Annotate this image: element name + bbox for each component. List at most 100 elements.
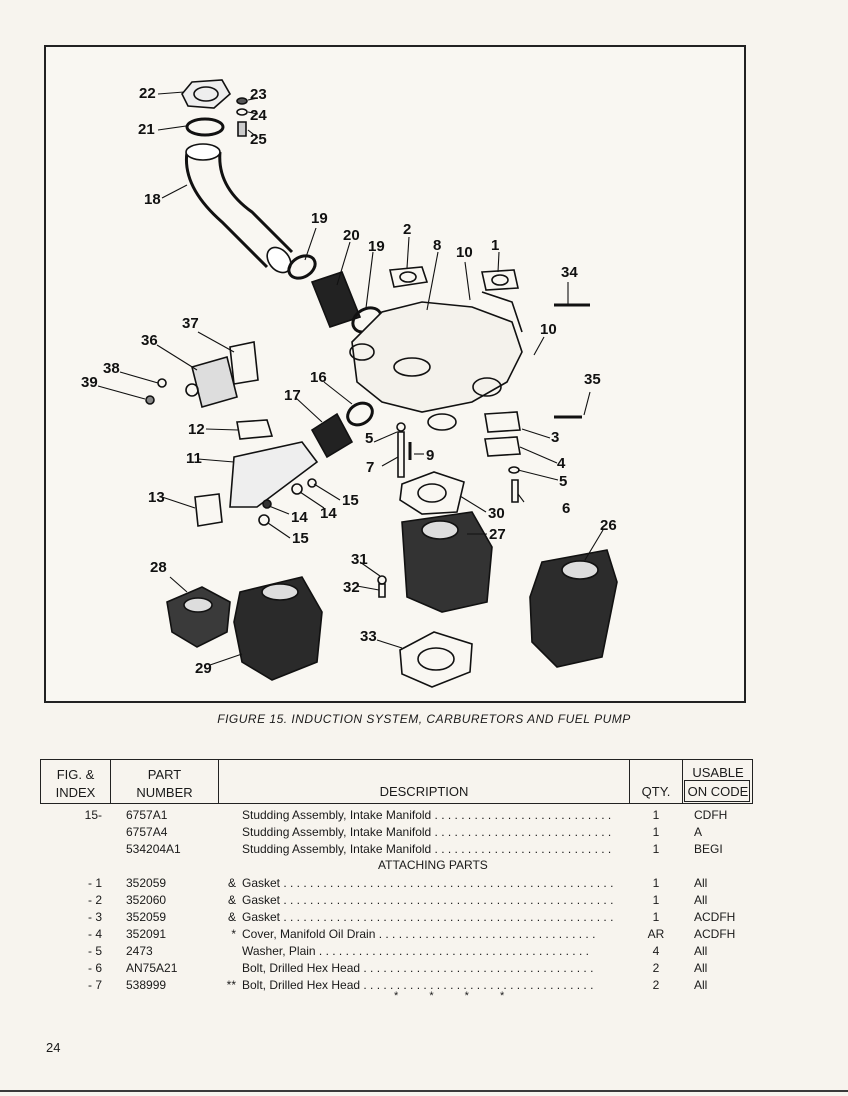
callout-label: 33 xyxy=(360,628,377,645)
callout-label: 16 xyxy=(310,369,327,386)
mark-cell: & xyxy=(227,893,236,907)
callout-label: 7 xyxy=(366,459,374,476)
qty-cell: 1 xyxy=(652,825,660,839)
header-qty-label: QTY. xyxy=(641,784,671,799)
header-usable-line2: ON CODE xyxy=(687,784,749,799)
header-part-number-line2: NUMBER xyxy=(136,785,193,800)
callout-label: 39 xyxy=(81,374,98,391)
callout-label: 6 xyxy=(562,500,570,517)
header-fig-index-line2: INDEX xyxy=(55,785,96,800)
page-number: 24 xyxy=(46,1040,61,1055)
part-number-cell: 2473 xyxy=(126,944,153,958)
qty-cell: 2 xyxy=(652,961,660,975)
description-cell: Studding Assembly, Intake Manifold . . .… xyxy=(242,825,614,839)
description-cell: Gasket . . . . . . . . . . . . . . . . .… xyxy=(242,876,614,890)
qty-cell: 1 xyxy=(652,876,660,890)
table-row: 15- 6757A1 Studding Assembly, Intake Manif… xyxy=(0,808,848,825)
table-row: 534204A1 Studding Assembly, Intake Manifo… xyxy=(0,842,848,859)
description-cell: Bolt, Drilled Hex Head . . . . . . . . .… xyxy=(242,961,594,975)
part-number-cell: 6757A1 xyxy=(126,808,168,822)
callout-label: 12 xyxy=(188,421,205,438)
usable-code-cell: All xyxy=(694,961,708,975)
usable-code-cell: All xyxy=(694,876,708,890)
fig-index-cell: - 3 xyxy=(87,910,102,924)
fig-index-cell: - 1 xyxy=(87,876,102,890)
header-usable-line1: USABLE xyxy=(692,765,744,780)
parts-table-header: FIG. & INDEX PART NUMBER DESCRIPTION QTY… xyxy=(40,759,753,804)
mark-cell: & xyxy=(227,876,236,890)
callout-label: 1 xyxy=(491,237,499,254)
qty-cell: 2 xyxy=(652,978,660,992)
end-of-list-marks: * * * * xyxy=(394,990,519,1002)
usable-code-cell: ACDFH xyxy=(694,927,736,941)
mark-cell: & xyxy=(227,910,236,924)
header-usable-code: USABLE ON CODE xyxy=(683,760,753,803)
fig-index-cell: 15- xyxy=(84,808,102,822)
header-description-label: DESCRIPTION xyxy=(379,784,469,799)
callout-label: 14 xyxy=(320,505,337,522)
callout-label: 24 xyxy=(250,107,267,124)
qty-cell: 1 xyxy=(652,842,660,856)
usable-code-cell: All xyxy=(694,944,708,958)
callout-label: 26 xyxy=(600,517,617,534)
callout-label: 2 xyxy=(403,221,411,238)
callout-label: 8 xyxy=(433,237,441,254)
qty-cell: 1 xyxy=(652,808,660,822)
table-row: 6757A4 Studding Assembly, Intake Manifold… xyxy=(0,825,848,842)
callout-label: 23 xyxy=(250,86,267,103)
part-number-cell: 352091 xyxy=(126,927,167,941)
callout-label: 9 xyxy=(426,447,434,464)
fig-index-cell: - 2 xyxy=(87,893,102,907)
part-number-cell: 6757A4 xyxy=(126,825,168,839)
callout-label: 19 xyxy=(368,238,385,255)
header-description: DESCRIPTION xyxy=(219,760,630,803)
callout-label: 30 xyxy=(488,505,505,522)
callout-label: 17 xyxy=(284,387,301,404)
mark-cell: * xyxy=(231,927,236,941)
header-part-number: PART NUMBER xyxy=(111,760,219,803)
callout-label: 5 xyxy=(365,430,373,447)
callout-label: 35 xyxy=(584,371,601,388)
qty-cell: 1 xyxy=(652,893,660,907)
header-part-number-line1: PART xyxy=(147,767,182,782)
callout-label: 37 xyxy=(182,315,199,332)
callout-label: 4 xyxy=(557,455,566,472)
fig-index-cell: - 6 xyxy=(87,961,102,975)
fig-index-cell: - 7 xyxy=(87,978,102,992)
header-qty: QTY. xyxy=(630,760,683,803)
header-fig-index: FIG. & INDEX xyxy=(41,760,111,803)
description-cell: Studding Assembly, Intake Manifold . . .… xyxy=(242,808,614,822)
callout-label: 15 xyxy=(342,492,359,509)
description-cell: Cover, Manifold Oil Drain . . . . . . . … xyxy=(242,927,596,941)
callout-label: 25 xyxy=(250,131,267,148)
callout-label: 11 xyxy=(186,450,202,467)
description-cell: Gasket . . . . . . . . . . . . . . . . .… xyxy=(242,910,614,924)
header-fig-index-line1: FIG. & xyxy=(56,767,95,782)
callout-label: 22 xyxy=(139,85,156,102)
usable-code-cell: All xyxy=(694,893,708,907)
callout-label: 36 xyxy=(141,332,158,349)
callout-label: 21 xyxy=(138,121,155,138)
fig-index-cell: - 4 xyxy=(87,927,102,941)
callout-label: 15 xyxy=(292,530,309,547)
usable-code-cell: All xyxy=(694,978,708,992)
callout-label: 28 xyxy=(150,559,167,576)
description-cell: Gasket . . . . . . . . . . . . . . . . .… xyxy=(242,893,614,907)
qty-cell: 1 xyxy=(652,910,660,924)
figure-caption: FIGURE 15. INDUCTION SYSTEM, CARBURETORS… xyxy=(217,712,631,726)
mark-cell: ** xyxy=(226,978,236,992)
callout-label: 31 xyxy=(351,551,368,568)
part-number-cell: 534204A1 xyxy=(126,842,181,856)
usable-code-cell: BEGI xyxy=(694,842,723,856)
callout-label: 32 xyxy=(343,579,360,596)
qty-cell: AR xyxy=(647,927,665,941)
callout-label: 10 xyxy=(540,321,557,338)
usable-code-cell: ACDFH xyxy=(694,910,736,924)
description-cell: Studding Assembly, Intake Manifold . . .… xyxy=(242,842,614,856)
exploded-view-diagram: 2223242125181920192810134373610383916351… xyxy=(81,79,618,688)
